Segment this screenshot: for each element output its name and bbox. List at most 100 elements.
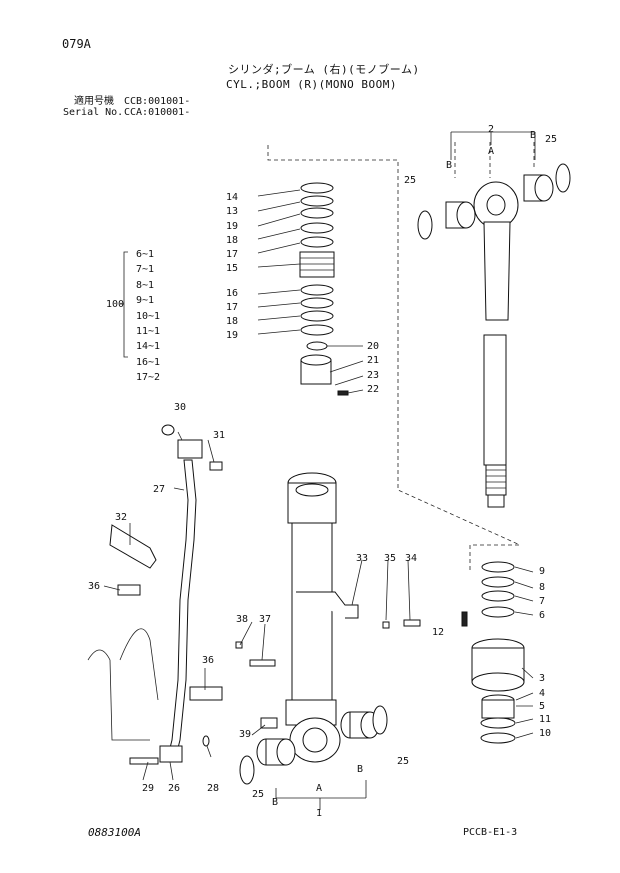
callout-18: 18 [226,235,239,246]
callout-19: 19 [226,330,239,341]
kit-item: 7~1 [136,264,155,276]
callout-25: 25 [252,789,265,800]
assembly-outline [469,544,520,570]
bolt [249,659,276,667]
callout-38: 38 [236,614,249,625]
o-ring [202,735,210,747]
bushing-b-lower-left [256,738,296,766]
cylinder-head [461,561,525,744]
dimension-bracket [450,131,536,160]
title-japanese: シリンダ;ブーム (右)(モノブーム) [228,63,420,76]
cylinder-barrel [285,472,341,763]
callout-b: B [446,160,453,171]
kit-item: 6~1 [136,249,155,260]
leader-lines [257,189,364,394]
flange-fitting [260,717,278,729]
clamp [296,591,359,619]
callout-30: 30 [174,402,187,413]
callout-10: 10 [539,728,552,739]
callout-b: B [272,797,279,808]
callout-32: 32 [115,512,128,523]
packing-stack [299,182,349,396]
callout-20: 20 [367,341,380,352]
callout-37: 37 [259,614,272,625]
callout-17: 17 [226,249,239,260]
callout-4: 4 [539,688,546,699]
assembly-outline [267,145,521,546]
callout-25: 25 [545,134,558,145]
callout-1: 1 [316,808,323,819]
kit-item: 11~1 [136,326,161,338]
seal-ring [372,705,388,735]
callout-25: 25 [404,175,417,186]
kit-item: 8~1 [136,279,155,291]
callout-33: 33 [356,553,369,564]
dimension-bracket [275,780,367,810]
callout-9: 9 [539,566,546,577]
callout-2: 2 [488,124,495,135]
callout-6: 6 [539,610,546,621]
kit-item: 10~1 [136,310,161,322]
serial-label-en: Serial No. [63,107,124,118]
callout-17: 17 [226,302,239,313]
callout-8: 8 [539,582,546,593]
serial-label-jp: 適用号機 [74,96,114,107]
bracket [109,524,157,569]
callout-b: B [357,764,364,775]
callout-36: 36 [202,655,215,666]
callout-15: 15 [226,263,239,274]
callout-22: 22 [367,384,380,395]
callout-b: B [530,130,537,141]
washer [235,641,243,649]
leader-lines [103,431,411,781]
callout-28: 28 [207,783,220,794]
callout-35: 35 [384,553,397,564]
title-english: CYL.;BOOM (R)(MONO BOOM) [226,78,397,91]
callout-7: 7 [539,596,546,607]
callout-16: 16 [226,288,239,299]
seal-ring [239,755,255,785]
callout-23: 23 [367,370,380,381]
serial-value-1: CCB:001001- [124,96,191,107]
callout-a: A [488,146,495,157]
callout-36: 36 [88,581,101,592]
leader-lines [514,566,534,739]
page-reference: PCCB-E1-3 [463,827,518,838]
callout-39: 39 [239,729,252,740]
callout-27: 27 [153,484,166,495]
seal-ring [555,163,571,193]
seal-ring [417,210,433,240]
nut [382,621,390,629]
kit-item: 9~1 [136,295,155,307]
page-id: 079A [62,37,91,51]
kit-items-list: 6~1 7~1 8~1 9~1 10~1 11~1 14~1 16~1 17~2 [136,247,160,386]
assembly-outline [454,142,535,178]
callout-3: 3 [539,673,546,684]
callout-26: 26 [168,783,181,794]
callout-25: 25 [397,756,410,767]
hydraulic-pipe [87,424,223,763]
callout-18: 18 [226,316,239,327]
kit-item: 14~1 [136,341,161,353]
callout-11: 11 [539,714,552,725]
callout-29: 29 [142,783,155,794]
drawing-number: 0883100A [88,826,141,839]
clamp-half [189,686,223,701]
callout-21: 21 [367,355,380,366]
callout-14: 14 [226,192,239,203]
callout-a: A [316,783,323,794]
callout-19: 19 [226,221,239,232]
callout-31: 31 [213,430,226,441]
callout-13: 13 [226,206,239,217]
kit-label: 100 [106,299,125,310]
callout-5: 5 [539,701,546,712]
bolt [129,757,159,765]
bolt [403,619,421,627]
piston-rod [473,181,519,508]
callout-12: 12 [432,627,445,638]
serial-value-2: CCA:010001- [124,107,191,118]
callout-34: 34 [405,553,418,564]
bushing-b-upper-right [523,174,554,202]
